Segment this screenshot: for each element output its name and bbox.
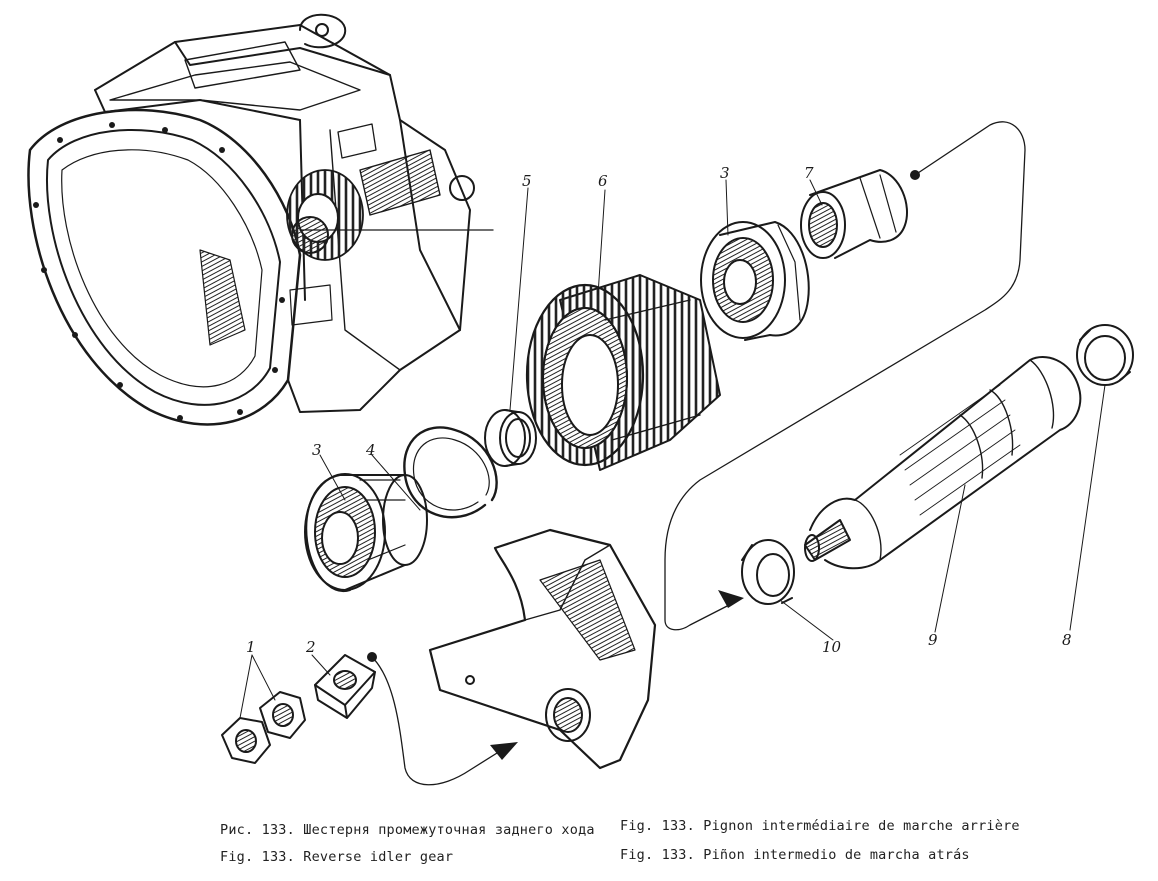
callout-4: 4 bbox=[365, 441, 376, 459]
caption-french: Fig. 133. Pignon intermédiaire de marche… bbox=[620, 818, 1020, 834]
callout-8: 8 bbox=[1062, 631, 1072, 649]
hex-nuts bbox=[221, 691, 306, 764]
callout-5: 5 bbox=[522, 172, 532, 190]
caption-english: Fig. 133. Reverse idler gear bbox=[220, 849, 454, 865]
callout-7: 7 bbox=[804, 164, 814, 182]
assembly-paths bbox=[299, 121, 1026, 786]
idler-shaft bbox=[804, 356, 1082, 570]
seal-ring-8 bbox=[1076, 324, 1134, 386]
callout-3-right: 3 bbox=[720, 164, 730, 182]
arrowheads bbox=[367, 170, 920, 760]
bushing bbox=[800, 169, 908, 259]
caption-russian: Рис. 133. Шестерня промежуточная заднего… bbox=[220, 822, 595, 838]
callout-labels: 1 2 3 4 5 6 3 7 8 9 10 bbox=[246, 164, 1072, 656]
callout-10: 10 bbox=[822, 638, 842, 656]
roller-bearing-left bbox=[304, 473, 428, 593]
callout-9: 9 bbox=[928, 631, 938, 649]
seal-ring-10 bbox=[741, 539, 795, 605]
callout-2: 2 bbox=[305, 638, 316, 656]
bracket bbox=[428, 528, 657, 770]
snap-ring bbox=[403, 426, 498, 519]
gearbox-housing bbox=[27, 13, 475, 426]
callout-1: 1 bbox=[246, 638, 256, 656]
spacer-ring bbox=[484, 409, 537, 467]
caption-spanish: Fig. 133. Piñon intermedio de marcha atr… bbox=[620, 847, 970, 863]
square-nut bbox=[314, 654, 376, 719]
reverse-idler-gear bbox=[525, 274, 721, 471]
callout-3-left: 3 bbox=[312, 441, 322, 459]
roller-bearing-right bbox=[700, 221, 810, 341]
callout-6: 6 bbox=[598, 172, 608, 190]
leader-lines bbox=[239, 179, 1106, 719]
